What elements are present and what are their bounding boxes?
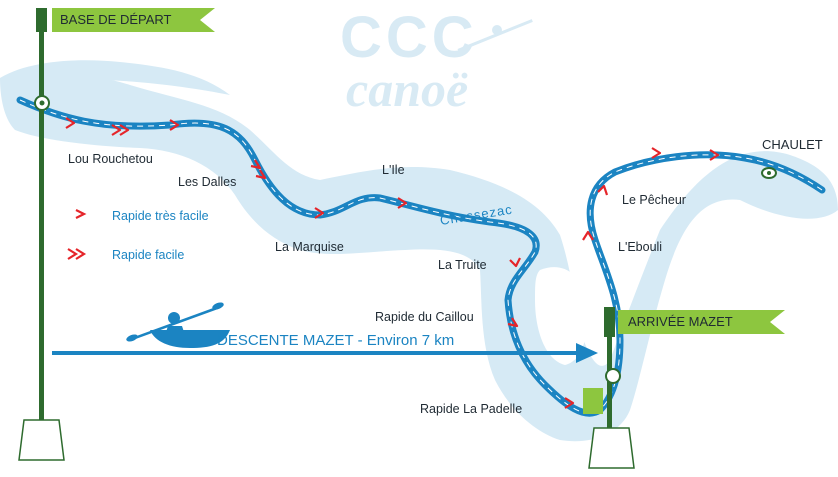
start-flag (18, 8, 215, 461)
place-rapide-padelle: Rapide La Padelle (420, 402, 523, 416)
end-ramp-marker (583, 388, 603, 414)
rapid-marker (169, 119, 180, 131)
rapid-marker (564, 397, 575, 409)
start-flag-banner (52, 8, 215, 32)
logo-title: CCC (340, 5, 478, 70)
place-la-marquise: La Marquise (275, 240, 344, 254)
rapid-marker (651, 147, 662, 159)
legend-very-easy-icon (75, 209, 87, 219)
end-flag-banner (618, 310, 785, 334)
logo-subtitle: canoë (346, 61, 469, 117)
place-chaulet: CHAULET (762, 137, 823, 152)
chaulet-marker (761, 167, 777, 179)
place-la-truite: La Truite (438, 258, 487, 272)
rapids (65, 117, 720, 409)
end-pole-cap (604, 307, 615, 337)
kayaker-icon (126, 302, 230, 348)
legend-very-easy-label: Rapide très facile (112, 209, 209, 223)
rapid-marker (582, 230, 594, 241)
end-flag-label: ARRIVÉE MAZET (628, 314, 733, 329)
rapid-marker (507, 317, 519, 328)
island (535, 267, 587, 365)
place-lou-rouchetou: Lou Rouchetou (68, 152, 153, 166)
end-flag (583, 307, 785, 469)
start-pole-cap (36, 8, 47, 32)
valley-background (0, 60, 838, 442)
rapid-marker (255, 169, 267, 180)
legend-easy-label: Rapide facile (112, 248, 185, 262)
rapid-marker (397, 197, 408, 209)
rapid-marker (709, 149, 720, 161)
end-pole-base (588, 427, 635, 469)
place-le-pecheur: Le Pêcheur (622, 193, 686, 207)
route-label: DESCENTE MAZET - Environ 7 km (217, 332, 455, 349)
rapid-marker (314, 207, 325, 219)
legend-easy-icon (67, 248, 79, 260)
start-pole (39, 8, 44, 426)
place-rapide-caillou: Rapide du Caillou (375, 310, 474, 324)
rapid-marker (597, 184, 609, 196)
legend-markers (67, 209, 87, 260)
legend-easy-icon-2 (75, 248, 87, 260)
rapid-marker (119, 124, 130, 136)
place-lebouli: L'Ebouli (618, 240, 663, 254)
rapid-marker (509, 257, 521, 268)
end-point-marker (605, 368, 621, 384)
rapid-marker (250, 159, 262, 170)
start-pole-base (18, 419, 65, 461)
place-les-dalles: Les Dalles (178, 175, 237, 189)
rapid-marker (65, 117, 76, 129)
logo-paddler-icon (457, 19, 533, 52)
rapid-marker (111, 124, 122, 136)
route-arrow (52, 343, 598, 363)
place-lile: L'Ile (382, 163, 405, 177)
start-flag-label: BASE DE DÉPART (60, 12, 172, 27)
